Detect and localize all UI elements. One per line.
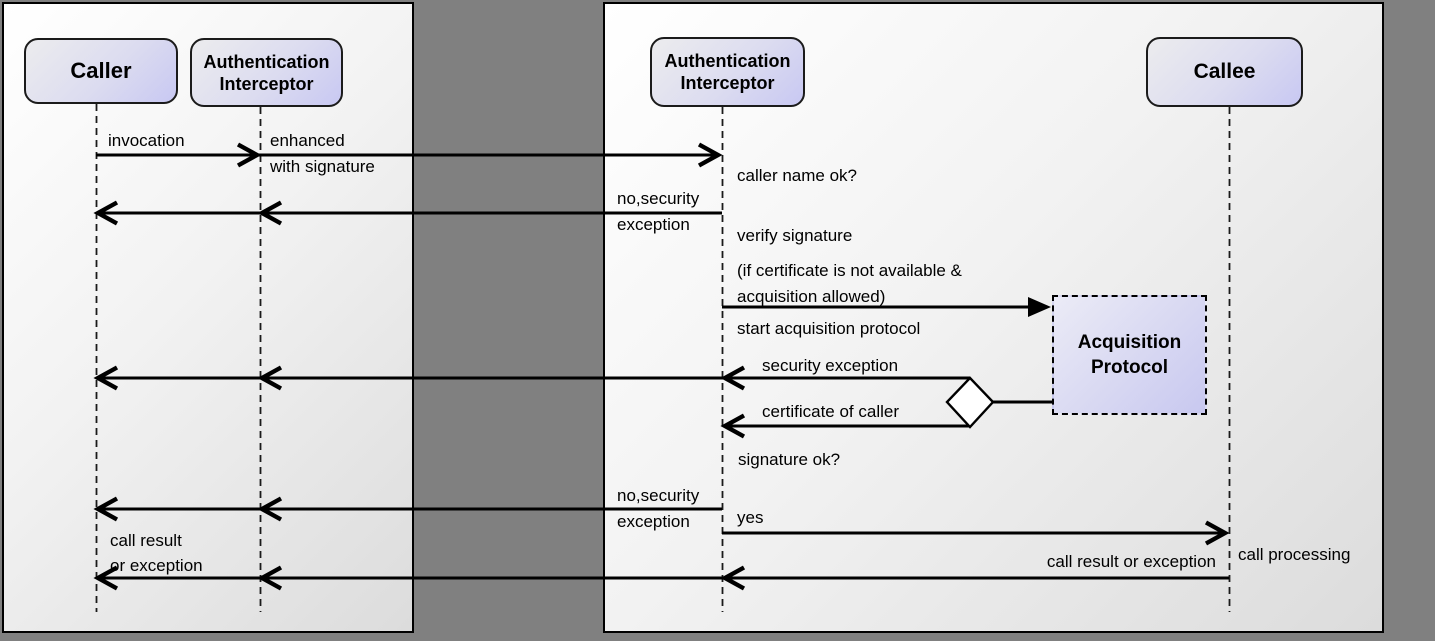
enhanced-label-line2: with signature — [270, 157, 375, 176]
invocation-label: invocation — [108, 131, 185, 150]
yes-label: yes — [737, 508, 764, 527]
invocation-arrow — [96, 142, 723, 168]
participant-caller: Caller — [24, 38, 178, 104]
condition-label-line2: acquisition allowed) — [737, 287, 886, 306]
no-security-2-label-line1: no,security — [617, 486, 700, 505]
enhanced-label-line1: enhanced — [270, 131, 345, 150]
participant-auth-interceptor-left-label: Authentication Interceptor — [203, 51, 330, 94]
no-security-1-label-line1: no,security — [617, 189, 700, 208]
no-security-1-label-line2: exception — [617, 215, 690, 234]
call-processing-label: call processing — [1238, 545, 1351, 564]
signature-ok-label: signature ok? — [738, 450, 841, 469]
callee-side-panel — [603, 2, 1384, 633]
participant-caller-label: Caller — [70, 58, 132, 83]
no-security-2-label-line2: exception — [617, 512, 690, 531]
participant-auth-interceptor-right: Authentication Interceptor — [650, 37, 805, 107]
security-exception-return-arrow-1 — [93, 200, 722, 226]
acquisition-protocol-box: Acquisition Protocol — [1052, 295, 1207, 415]
yes-arrow — [722, 520, 1230, 546]
participant-auth-interceptor-right-label: Authentication Interceptor — [664, 51, 791, 93]
participant-callee-label: Callee — [1193, 60, 1256, 83]
caller-name-ok-label: caller name ok? — [737, 166, 858, 185]
caller-side-panel — [2, 2, 414, 633]
call-result-return-arrow — [93, 565, 1229, 591]
call-result-right-label: call result or exception — [1046, 552, 1216, 571]
security-exception-from-diamond-arrow — [93, 365, 970, 391]
verify-signature-label: verify signature — [737, 226, 853, 245]
security-exception-return-arrow-2 — [93, 496, 722, 522]
participant-auth-interceptor-left: Authentication Interceptor — [190, 38, 343, 107]
certificate-of-caller-arrow — [720, 413, 970, 439]
condition-label-line1: (if certificate is not available & — [737, 261, 962, 280]
certificate-of-caller-label: certificate of caller — [762, 402, 899, 421]
participant-callee: Callee — [1146, 37, 1303, 107]
call-result-left-label-line2: or exception — [110, 556, 203, 575]
start-acquisition-arrow — [722, 297, 1051, 317]
call-result-left-label-line1: call result — [110, 531, 182, 550]
start-acquisition-label: start acquisition protocol — [737, 319, 921, 338]
decision-diamond — [945, 376, 1052, 429]
security-exception-label: security exception — [762, 356, 899, 375]
acquisition-protocol-label: Acquisition Protocol — [1077, 332, 1182, 378]
